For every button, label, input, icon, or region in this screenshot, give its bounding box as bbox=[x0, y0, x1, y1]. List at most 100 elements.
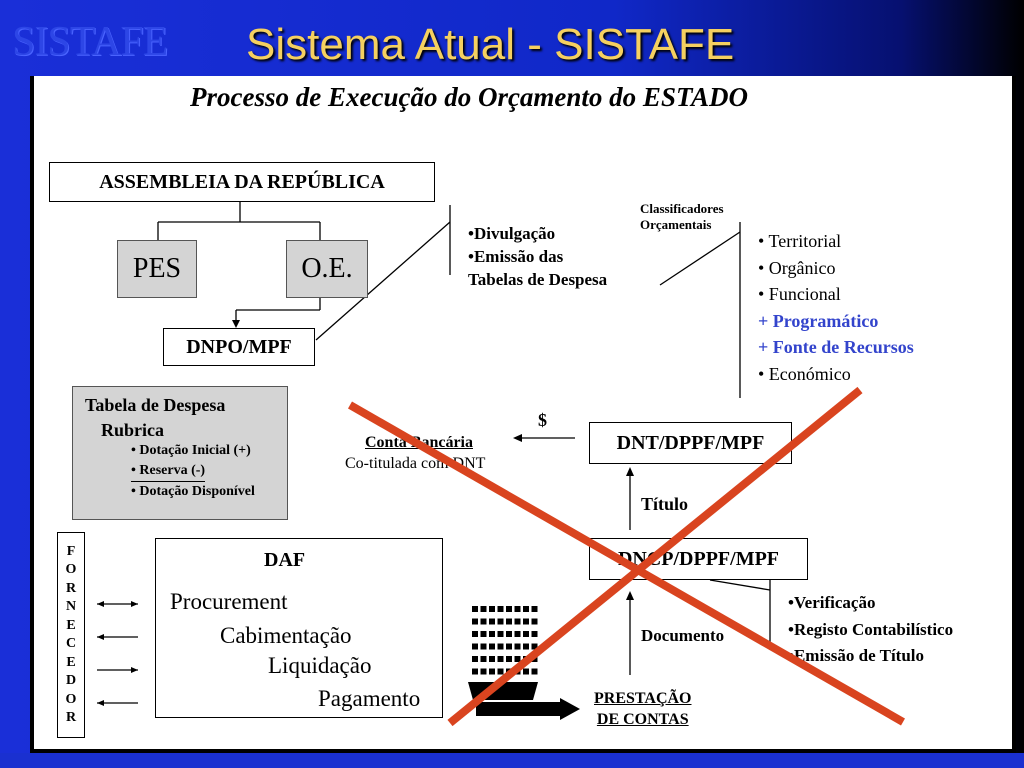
prestacao-line: PRESTAÇÃO bbox=[594, 690, 692, 707]
money-label: $ bbox=[538, 410, 547, 430]
classificador-item: • Territorial bbox=[758, 231, 842, 251]
dot-mark bbox=[497, 606, 504, 612]
dot-mark bbox=[480, 668, 487, 675]
dot-mark bbox=[489, 643, 495, 650]
tabela-despesa-document: Tabela de Despesa Rubrica • Dotação Inic… bbox=[72, 386, 288, 520]
fornecedor-letter: N bbox=[65, 599, 77, 614]
diagram-heading: Processo de Execução do Orçamento do EST… bbox=[190, 82, 748, 112]
classificador-item: + Programático bbox=[758, 310, 879, 331]
dot-mark bbox=[472, 631, 478, 637]
dot-mark bbox=[514, 631, 521, 637]
tabela-item: • Dotação Disponível bbox=[131, 484, 255, 499]
fornecedor-letter: D bbox=[65, 673, 77, 688]
slide-title: Sistema Atual - SISTAFE bbox=[246, 20, 735, 69]
verificacao-list: •Verificação •Registo Contabilístico •Em… bbox=[788, 590, 953, 670]
dot-mark bbox=[514, 643, 521, 650]
dot-mark bbox=[506, 656, 512, 662]
dot-mark bbox=[531, 656, 538, 662]
dot-mark bbox=[523, 606, 529, 612]
conta-subtitle: Co-titulada com DNT bbox=[345, 455, 486, 472]
dot-mark bbox=[489, 656, 495, 662]
fornecedor-letter: C bbox=[65, 636, 77, 651]
dot-mark bbox=[506, 618, 512, 625]
divulgacao-item: Tabelas de Despesa bbox=[468, 270, 608, 289]
classificadores-list: • Territorial • Orgânico • Funcional + Prog… bbox=[758, 228, 914, 387]
prestacao-contas: PRESTAÇÃO DE CONTAS bbox=[594, 688, 692, 730]
fornecedor-letter: O bbox=[65, 691, 77, 707]
daf-box: DAF Procurement Cabimentação Liquidação … bbox=[155, 538, 443, 718]
dot-mark bbox=[531, 618, 538, 625]
pes-document: PES bbox=[117, 240, 197, 298]
dot-mark bbox=[497, 668, 504, 675]
daf-step: Pagamento bbox=[318, 686, 421, 711]
classificadores-line: Orçamentais bbox=[640, 217, 712, 232]
conta-bancaria: Conta Bancária bbox=[365, 434, 473, 451]
sistafe-logo: SISTAFE bbox=[12, 19, 168, 65]
dot-mark bbox=[523, 631, 529, 637]
divulgacao-item: •Divulgação bbox=[468, 224, 556, 243]
dot-mark bbox=[514, 656, 521, 662]
fornecedor-letter: E bbox=[66, 617, 76, 633]
dot-mark bbox=[489, 631, 495, 637]
dot-mark bbox=[531, 631, 538, 637]
dot-mark bbox=[514, 618, 521, 625]
dot-mark bbox=[480, 631, 487, 637]
dot-mark bbox=[497, 618, 504, 625]
dot-mark bbox=[523, 656, 529, 662]
classificadores-line: Classificadores bbox=[640, 201, 724, 216]
divulgacao-list: •Divulgação •Emissão das Tabelas de Desp… bbox=[468, 222, 607, 291]
daf-label: DAF bbox=[264, 549, 306, 571]
dot-mark bbox=[531, 668, 538, 675]
verificacao-item: •Verificação bbox=[788, 593, 876, 612]
dot-mark bbox=[480, 618, 487, 625]
dnpo-box: DNPO/MPF bbox=[163, 328, 315, 366]
classificador-item: • Orgânico bbox=[758, 257, 836, 278]
dncp-box: DNCP/DPPF/MPF bbox=[589, 538, 808, 580]
dot-mark bbox=[497, 631, 504, 637]
daf-step: Liquidação bbox=[268, 653, 372, 678]
classificadores-label: Classificadores Orçamentais bbox=[640, 201, 724, 233]
dot-mark bbox=[497, 643, 504, 650]
bottom-bar bbox=[0, 753, 1024, 768]
dot-mark bbox=[531, 643, 538, 650]
daf-step: Procurement bbox=[170, 589, 288, 614]
dot-mark bbox=[497, 656, 504, 662]
assembleia-box: ASSEMBLEIA DA REPÚBLICA bbox=[49, 162, 435, 202]
dot-mark bbox=[489, 618, 495, 625]
divulgacao-item: •Emissão das bbox=[468, 247, 564, 266]
dot-mark bbox=[472, 643, 478, 650]
fornecedor-letter: R bbox=[65, 710, 77, 725]
dot-mark bbox=[472, 668, 478, 675]
dot-mark bbox=[472, 656, 478, 662]
dnt-box: DNT/DPPF/MPF bbox=[589, 422, 792, 464]
dot-mark bbox=[506, 643, 512, 650]
titulo-label: Título bbox=[641, 494, 689, 514]
verificacao-item: •Registo Contabilístico bbox=[788, 619, 954, 639]
classificador-item: • Funcional bbox=[758, 284, 841, 304]
dot-mark bbox=[531, 606, 538, 612]
dot-mark bbox=[514, 668, 521, 675]
fornecedor-letter: F bbox=[66, 543, 76, 559]
prestacao-line: DE CONTAS bbox=[596, 711, 689, 728]
tabela-item: • Reserva (-) bbox=[131, 461, 206, 482]
dot-mark bbox=[523, 643, 529, 650]
daf-step: Cabimentação bbox=[220, 623, 352, 648]
dot-mark bbox=[480, 643, 487, 650]
dot-mark bbox=[523, 668, 529, 675]
classificador-item: • Económico bbox=[758, 363, 851, 384]
dot-mark bbox=[489, 606, 495, 612]
fornecedor-letter: E bbox=[66, 654, 76, 670]
verificacao-item: •Emissão de Título bbox=[788, 646, 924, 665]
documento-label: Documento bbox=[641, 626, 725, 645]
dot-mark bbox=[514, 606, 521, 612]
fornecedor-letter: O bbox=[65, 562, 77, 577]
dot-mark bbox=[480, 656, 487, 662]
dot-mark bbox=[472, 606, 478, 612]
dot-mark bbox=[506, 606, 512, 612]
dot-mark bbox=[480, 606, 487, 612]
dot-mark bbox=[472, 618, 478, 625]
dot-mark bbox=[523, 618, 529, 625]
oe-document: O.E. bbox=[286, 240, 368, 298]
fornecedor-letter: R bbox=[65, 580, 77, 596]
